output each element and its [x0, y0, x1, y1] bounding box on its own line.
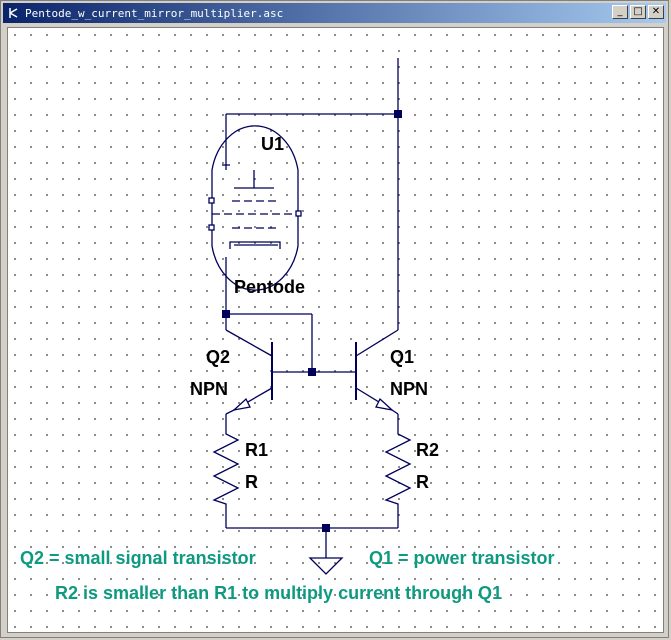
pentode-u1[interactable]: [208, 125, 302, 314]
junction-base: [308, 368, 316, 376]
u1-value-label[interactable]: Pentode: [234, 277, 305, 297]
minimize-button[interactable]: _: [612, 5, 628, 19]
ground-symbol-icon[interactable]: [308, 557, 344, 575]
junctions: [222, 110, 402, 532]
q1-value-label[interactable]: NPN: [390, 379, 428, 399]
transistor-q2[interactable]: [225, 329, 273, 415]
junction-cathode: [222, 310, 230, 318]
title-bar[interactable]: Pentode_w_current_mirror_multiplier.asc …: [3, 3, 666, 23]
r2-value-label[interactable]: R: [416, 472, 429, 492]
r2-comment[interactable]: R2 is smaller than R1 to multiply curren…: [55, 583, 502, 603]
q2-comment[interactable]: Q2 = small signal transistor: [20, 548, 256, 568]
close-button[interactable]: ✕: [648, 5, 664, 19]
q2-value-label[interactable]: NPN: [190, 379, 228, 399]
junction-supply: [394, 110, 402, 118]
resistor-r2[interactable]: [384, 414, 412, 528]
junction-ground: [322, 524, 330, 532]
r1-ref-label[interactable]: R1: [245, 440, 268, 460]
ltspice-schematic-icon: [9, 8, 18, 18]
window-title: Pentode_w_current_mirror_multiplier.asc: [25, 6, 284, 20]
schematic-drawing: U1 Pentode Q2 NPN Q1 NPN R1 R R2 R Q2 = …: [20, 58, 555, 603]
schematic-canvas[interactable]: U1 Pentode Q2 NPN Q1 NPN R1 R R2 R Q2 = …: [7, 27, 664, 633]
r1-value-label[interactable]: R: [245, 472, 258, 492]
q1-comment[interactable]: Q1 = power transistor: [369, 548, 555, 568]
r2-ref-label[interactable]: R2: [416, 440, 439, 460]
resistor-r1[interactable]: [212, 414, 240, 528]
u1-ref-label[interactable]: U1: [261, 134, 284, 154]
q1-ref-label[interactable]: Q1: [390, 347, 414, 367]
maximize-button[interactable]: □: [630, 5, 646, 19]
transistor-q1[interactable]: [355, 329, 399, 415]
q2-ref-label[interactable]: Q2: [206, 347, 230, 367]
